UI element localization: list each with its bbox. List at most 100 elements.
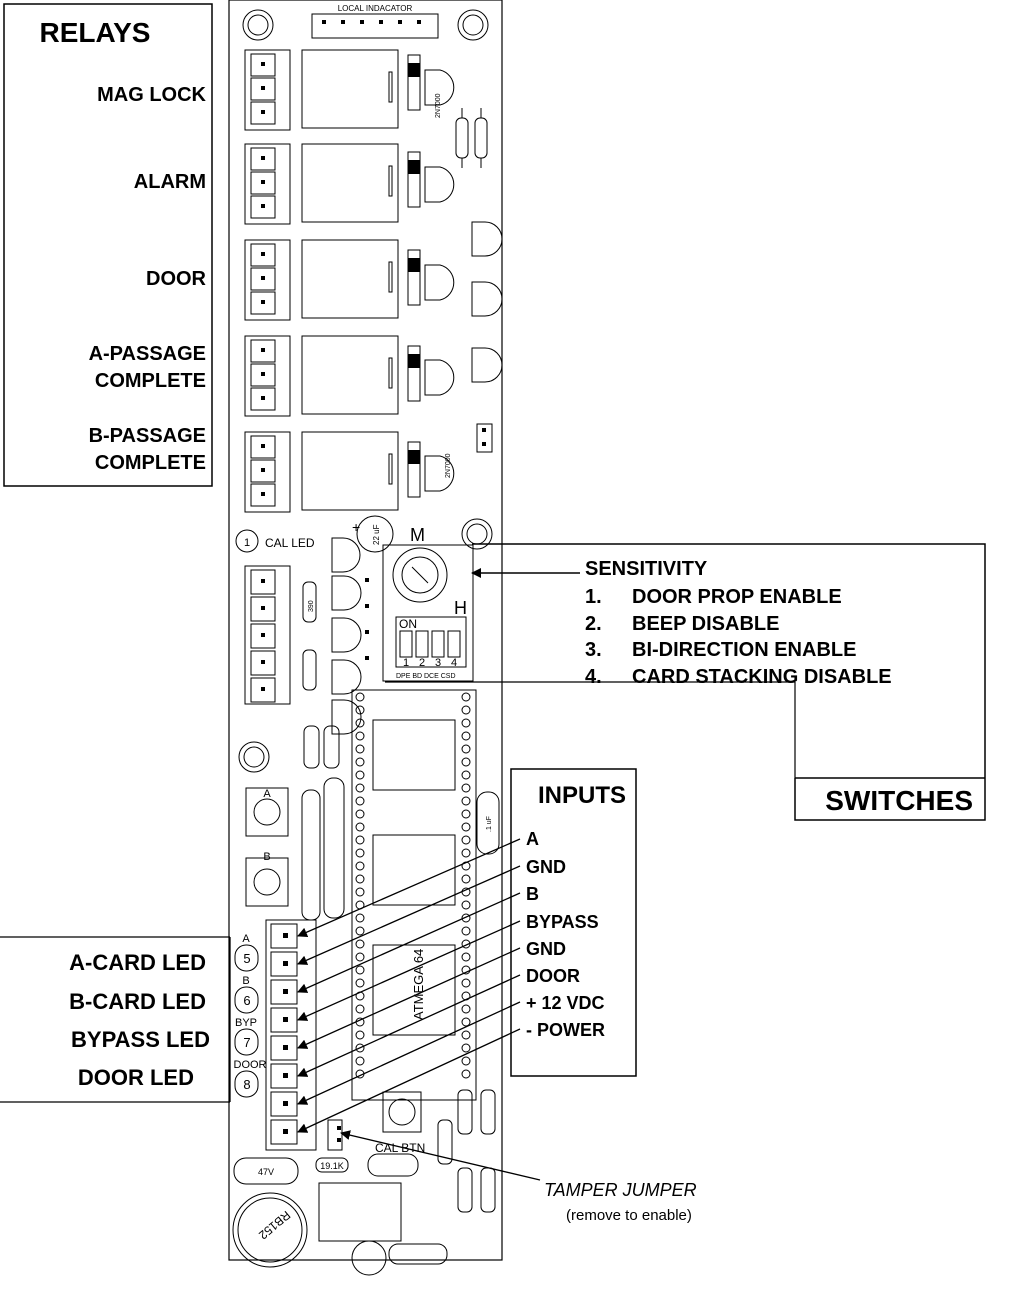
led-num-6: 6	[243, 993, 250, 1008]
ic-pin	[355, 978, 365, 988]
ic-pin	[461, 952, 471, 962]
ic-pin	[355, 848, 365, 858]
mid-components: .1 uF	[238, 725, 500, 921]
ic-pin	[461, 913, 471, 923]
led-tag-byp: BYP	[235, 1017, 257, 1029]
ic-pin	[355, 744, 365, 754]
switch-label-4: CARD STACKING DISABLE	[632, 666, 892, 688]
ic-pin	[355, 913, 365, 923]
input-bypass: BYPASS	[526, 912, 599, 932]
switch-label-1: DOOR PROP ENABLE	[632, 586, 842, 608]
switch-num-4: 4.	[585, 666, 602, 688]
dip-num-2: 2	[419, 657, 425, 669]
led-label-bypass: BYPASS LED	[71, 1027, 210, 1052]
buttons-ab: A B	[245, 787, 289, 907]
top-connector: LOCAL INDACATOR	[242, 4, 489, 41]
cap-22uf-label: 22 uF	[372, 524, 381, 545]
ic-pin	[461, 835, 471, 845]
local-indicator-label: LOCAL INDACATOR	[338, 4, 413, 13]
button-a-label: A	[263, 788, 271, 800]
crystal-label: 19.1K	[320, 1161, 344, 1171]
dip-num-3: 3	[435, 657, 441, 669]
battery-label: RB152	[256, 1208, 293, 1243]
ic-pin	[461, 1004, 471, 1014]
switch-label-2: BEEP DISABLE	[632, 613, 779, 635]
dip-num-1: 1	[403, 657, 409, 669]
relay-label-b-passage: B-PASSAGE	[89, 425, 206, 447]
led-num-8: 8	[243, 1077, 250, 1092]
ic-pin	[461, 731, 471, 741]
right-components: 2N7000 2N7000	[435, 93, 503, 478]
circuit-board	[228, 0, 503, 1261]
ic-pin	[461, 1017, 471, 1027]
ic-pin	[355, 822, 365, 832]
input-12vdc: + 12 VDC	[526, 993, 605, 1013]
atmega-ic: ATMEGA 64	[351, 689, 477, 1101]
ic-pin	[461, 809, 471, 819]
relay-block-2	[244, 143, 455, 225]
ic-pin	[355, 1043, 365, 1053]
ic-pin	[355, 770, 365, 780]
ic-pin	[355, 705, 365, 715]
cal-led-area: 1 CAL LED 22 uF +	[235, 515, 493, 573]
button-b-label: B	[263, 851, 270, 863]
dip-on-label: ON	[399, 617, 417, 631]
inputs-title: INPUTS	[538, 782, 626, 809]
ic-pin	[461, 796, 471, 806]
input-door: DOOR	[526, 966, 580, 986]
switch-num-1: 1.	[585, 586, 602, 608]
tamper-jumper-callout: TAMPER JUMPER (remove to enable)	[340, 1130, 697, 1224]
relay-label-b-complete: COMPLETE	[95, 452, 206, 474]
cal-led-number: 1	[244, 537, 250, 549]
ic-pin	[461, 783, 471, 793]
resistor-390-label: 390	[308, 600, 315, 612]
switch-num-2: 2.	[585, 613, 602, 635]
led-labels-panel: A-CARD LED B-CARD LED BYPASS LED DOOR LE…	[0, 936, 231, 1103]
sensitivity-label: SENSITIVITY	[585, 558, 708, 580]
switch-label-3: BI-DIRECTION ENABLE	[632, 639, 856, 661]
ic-pin	[355, 874, 365, 884]
ic-pin	[355, 1056, 365, 1066]
ic-pin	[461, 705, 471, 715]
cap-1uf-label: .1 uF	[486, 816, 493, 832]
ic-pin	[461, 1043, 471, 1053]
relay-block-4	[244, 335, 455, 417]
svg-text:+: +	[352, 519, 360, 535]
ic-pin	[461, 1056, 471, 1066]
ic-pin	[355, 692, 365, 702]
ic-pin	[355, 887, 365, 897]
led-label-door: DOOR LED	[78, 1065, 194, 1090]
ic-pin	[355, 835, 365, 845]
ic-pin	[461, 692, 471, 702]
ic-pin	[461, 848, 471, 858]
switches-title: SWITCHES	[825, 785, 973, 816]
transistor-label: 2N7000	[435, 93, 442, 118]
tamper-title: TAMPER JUMPER	[544, 1180, 697, 1200]
relay-block-5	[244, 431, 455, 513]
ic-pin	[355, 718, 365, 728]
ic-pin	[355, 796, 365, 806]
relay-labels: MAG LOCK ALARM DOOR A-PASSAGE COMPLETE B…	[89, 84, 207, 474]
input-gnd-2: GND	[526, 939, 566, 959]
ic-pin	[355, 1030, 365, 1040]
led-label-b-card: B-CARD LED	[69, 989, 206, 1014]
ic-pin	[461, 718, 471, 728]
ic-pin	[461, 978, 471, 988]
led-num-5: 5	[243, 951, 250, 966]
ic-pin	[461, 1069, 471, 1079]
ic-pin	[355, 861, 365, 871]
ic-pin	[461, 926, 471, 936]
led-indicators: A 5 B 6 BYP 7 DOOR 8	[234, 933, 267, 1098]
ic-pin	[461, 744, 471, 754]
switches-panel: SENSITIVITY 1. DOOR PROP ENABLE 2. BEEP …	[385, 543, 986, 821]
ic-pin	[355, 939, 365, 949]
bottom-components: CAL BTN 47V 19.1K RB152	[232, 1089, 496, 1276]
ic-pin	[461, 770, 471, 780]
led-tag-b: B	[242, 975, 249, 987]
ic-pin	[355, 783, 365, 793]
sensitivity-pot-dip: M H ON 1 2 3 4 DPE BD DCE CSD	[382, 525, 474, 682]
relay-label-mag-lock: MAG LOCK	[97, 84, 206, 106]
pot-h-label: H	[454, 598, 467, 618]
relay-block-3	[244, 239, 455, 321]
